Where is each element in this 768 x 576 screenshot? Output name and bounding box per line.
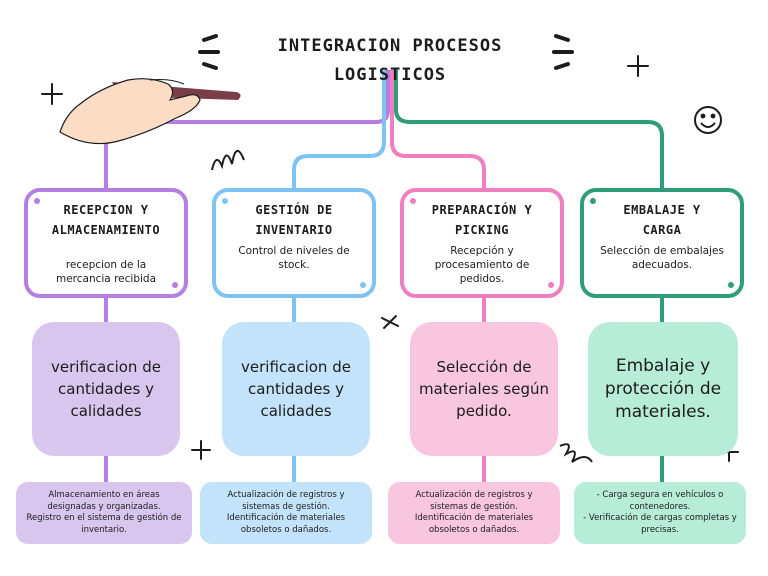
card-description: Control de niveles de stock. xyxy=(238,245,350,271)
emphasis-strokes-left xyxy=(198,34,220,70)
note-box-gestion: Actualización de registros y sistemas de… xyxy=(200,482,372,544)
note-box-recepcion: Almacenamiento en áreas designadas y org… xyxy=(16,482,192,544)
connector-blue xyxy=(292,70,386,190)
detail-box-embalaje: Embalaje y protección de materiales. xyxy=(588,322,738,456)
note-box-preparacion: Actualización de registros y sistemas de… xyxy=(388,482,560,544)
emphasis-strokes-right xyxy=(552,34,574,70)
card-description: recepcion de la mercancia recibida xyxy=(55,259,157,285)
card-gestion-inventario: GESTIÓN DE INVENTARIO Control de niveles… xyxy=(212,188,376,298)
detail-box-recepcion: verificacion de cantidades y calidades xyxy=(32,322,180,456)
connector-pink xyxy=(390,70,486,190)
card-title: EMBALAJE Y CARGA xyxy=(623,203,701,237)
smiley-face-icon xyxy=(694,106,722,134)
card-title: RECEPCION Y ALMACENAMIENTO xyxy=(51,203,161,237)
detail-box-preparacion: Selección de materiales según pedido. xyxy=(410,322,558,456)
page-title: INTEGRACION PROCESOS LOGISTICOS xyxy=(230,32,550,90)
card-embalaje-carga: EMBALAJE Y CARGA Selección de embalajes … xyxy=(580,188,744,298)
card-description: Recepción y procesamiento de pedidos. xyxy=(434,245,530,285)
squiggle-doodle-icon xyxy=(559,443,593,463)
hand-with-marker-illustration xyxy=(59,78,241,145)
title-line-1: INTEGRACION PROCESOS xyxy=(277,36,503,56)
card-description: Selección de embalajes adecuados. xyxy=(600,245,724,271)
card-title: GESTIÓN DE INVENTARIO xyxy=(255,203,333,237)
card-recepcion: RECEPCION Y ALMACENAMIENTO recepcion de … xyxy=(24,188,188,298)
title-line-2: LOGISTICOS xyxy=(333,65,447,85)
detail-box-gestion: verificacion de cantidades y calidades xyxy=(222,322,370,456)
card-preparacion-picking: PREPARACIÓN Y PICKING Recepción y proces… xyxy=(400,188,564,298)
note-box-embalaje: - Carga segura en vehículos o contenedor… xyxy=(574,482,746,544)
card-title: PREPARACIÓN Y PICKING xyxy=(431,203,533,237)
squiggle-doodle-icon xyxy=(211,150,245,171)
plus-doodle-icon xyxy=(41,55,739,462)
connector-green xyxy=(394,70,664,190)
